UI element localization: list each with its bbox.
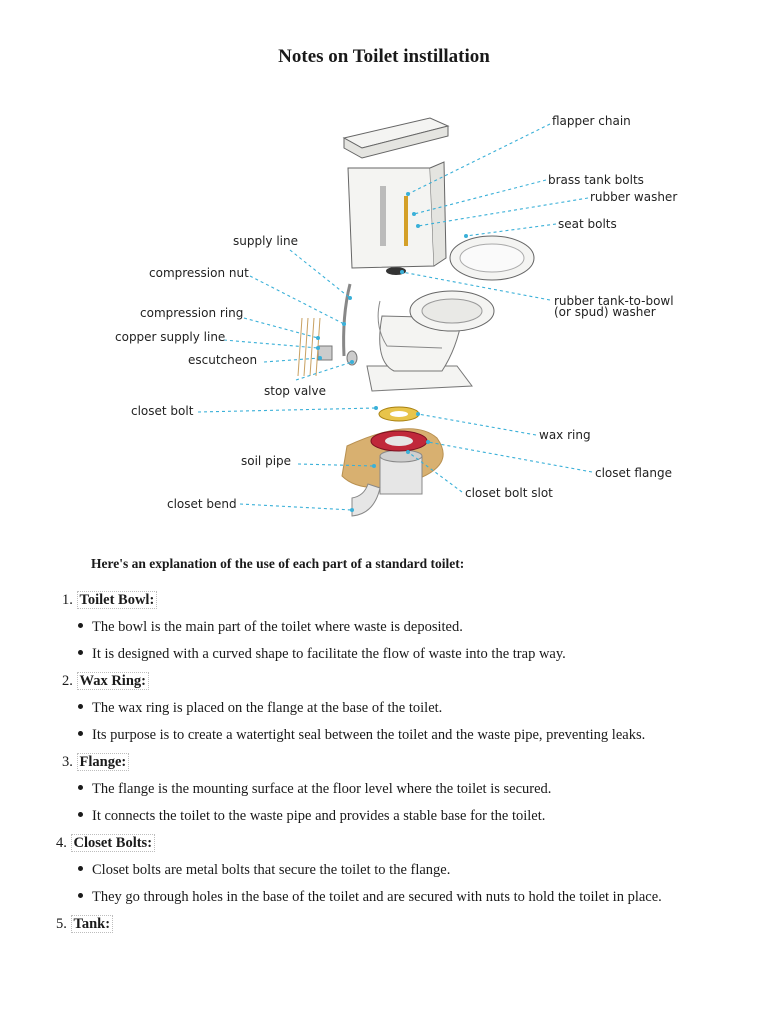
bullet-dot: [78, 731, 83, 737]
item-number: 2.: [62, 673, 73, 689]
list-bullet: The wax ring is placed on the flange at …: [78, 700, 442, 717]
bullet-dot: [78, 812, 83, 818]
list-bullet: It connects the toilet to the waste pipe…: [78, 808, 545, 825]
bullet-text: The flange is the mounting surface at th…: [92, 781, 552, 797]
bullet-dot: [78, 866, 83, 872]
label-closet-bend: closet bend: [167, 497, 237, 511]
list-item-closet-bolts: 4. Closet Bolts:: [56, 834, 156, 852]
item-heading: Wax Ring:: [76, 672, 149, 690]
bullet-dot: [78, 623, 83, 629]
label-closet-flange: closet flange: [595, 466, 672, 480]
document-title: Notes on Toilet instillation: [278, 46, 490, 67]
list-bullet: Its purpose is to create a watertight se…: [78, 727, 645, 744]
item-number: 1.: [62, 592, 73, 608]
bullet-dot: [78, 650, 83, 656]
bullet-text: They go through holes in the base of the…: [92, 889, 662, 905]
supply-line-shape: [342, 283, 352, 357]
label-spud-washer-line2: (or spud) washer: [554, 305, 656, 319]
item-heading: Closet Bolts:: [70, 834, 156, 852]
label-compression-nut: compression nut: [149, 266, 249, 280]
bullet-dot: [78, 893, 83, 899]
label-supply-line: supply line: [233, 234, 298, 248]
bullet-text: Closet bolts are metal bolts that secure…: [92, 862, 451, 878]
bullet-text: The wax ring is placed on the flange at …: [92, 700, 443, 716]
item-heading: Tank:: [70, 915, 114, 933]
label-flapper-chain: flapper chain: [552, 114, 631, 128]
item-number: 3.: [62, 754, 73, 770]
list-bullet: They go through holes in the base of the…: [78, 889, 662, 906]
list-bullet: The flange is the mounting surface at th…: [78, 781, 551, 798]
label-brass-tank-bolts: brass tank bolts: [548, 173, 644, 187]
item-heading: Flange:: [76, 753, 130, 771]
label-soil-pipe: soil pipe: [241, 454, 291, 468]
list-item-flange: 3. Flange:: [62, 753, 130, 771]
bullet-text: Its purpose is to create a watertight se…: [92, 727, 646, 743]
list-bullet: Closet bolts are metal bolts that secure…: [78, 862, 450, 879]
label-closet-bolt: closet bolt: [131, 404, 194, 418]
bullet-text: It connects the toilet to the waste pipe…: [92, 808, 546, 824]
bullet-dot: [78, 785, 83, 791]
label-compression-ring: compression ring: [140, 306, 243, 320]
list-bullet: The bowl is the main part of the toilet …: [78, 619, 463, 636]
list-item-toilet-bowl: 1. Toilet Bowl:: [62, 591, 158, 609]
item-number: 4.: [56, 835, 67, 851]
bullet-text: The bowl is the main part of the toilet …: [92, 619, 463, 635]
list-item-tank: 5. Tank:: [56, 915, 114, 933]
bullet-dot: [78, 704, 83, 710]
label-seat-bolts: seat bolts: [558, 217, 617, 231]
bullet-text: It is designed with a curved shape to fa…: [92, 646, 566, 662]
label-escutcheon: escutcheon: [188, 353, 257, 367]
list-bullet: It is designed with a curved shape to fa…: [78, 646, 566, 663]
item-number: 5.: [56, 916, 67, 932]
label-rubber-washer: rubber washer: [590, 190, 677, 204]
tank-body-shape: [347, 167, 435, 269]
label-copper-supply-line: copper supply line: [115, 330, 225, 344]
intro-text: Here's an explanation of the use of each…: [91, 556, 465, 571]
list-item-wax-ring: 2. Wax Ring:: [62, 672, 149, 690]
label-stop-valve: stop valve: [264, 384, 326, 398]
toilet-exploded-diagram: flapper chain brass tank bolts rubber wa…: [112, 86, 682, 538]
closet-bend-shape: [351, 483, 381, 517]
label-wax-ring: wax ring: [539, 428, 591, 442]
item-heading: Toilet Bowl:: [76, 591, 158, 609]
label-spud-washer-line1: rubber tank-to-bowl: [554, 294, 674, 308]
label-closet-bolt-slot: closet bolt slot: [465, 486, 553, 500]
